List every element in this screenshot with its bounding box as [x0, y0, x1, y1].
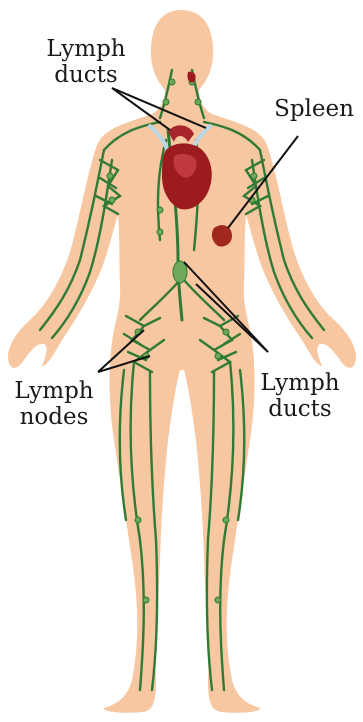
node: [143, 597, 149, 603]
node: [157, 229, 163, 235]
node: [223, 329, 229, 335]
label-lymph-nodes: Lymph nodes: [4, 378, 104, 430]
label-line: Lymph: [30, 36, 142, 62]
node: [215, 597, 221, 603]
node: [169, 79, 175, 85]
node: [157, 207, 163, 213]
node: [135, 517, 141, 523]
label-lymph-ducts-bottom: Lymph ducts: [244, 370, 356, 422]
label-line: ducts: [244, 396, 356, 422]
node: [163, 99, 169, 105]
label-line: nodes: [4, 404, 104, 430]
node: [251, 173, 257, 179]
label-line: Lymph: [4, 378, 104, 404]
label-lymph-ducts-top: Lymph ducts: [30, 36, 142, 88]
node: [223, 517, 229, 523]
node: [195, 99, 201, 105]
label-line: ducts: [30, 62, 142, 88]
label-spleen: Spleen: [268, 96, 360, 122]
label-line: Spleen: [268, 96, 360, 122]
node: [107, 173, 113, 179]
node: [215, 353, 221, 359]
label-line: Lymph: [244, 370, 356, 396]
node: [109, 197, 115, 203]
